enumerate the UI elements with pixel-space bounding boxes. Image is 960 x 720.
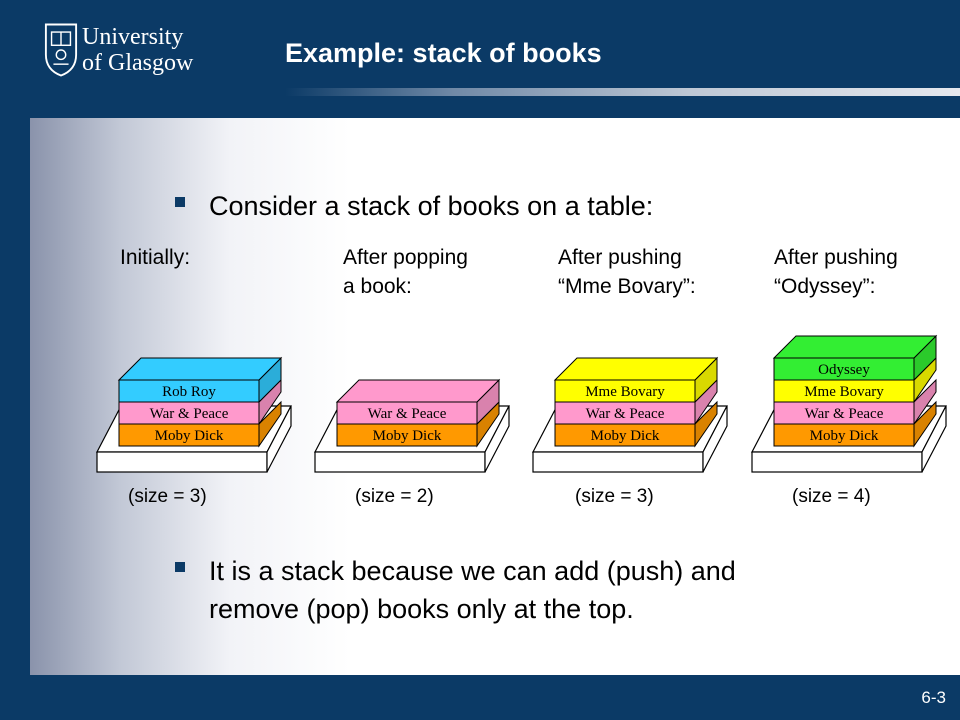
book-cover (117, 357, 283, 381)
bullet-2-line-1: It is a stack because we can add (push) … (209, 556, 736, 586)
book-label: Moby Dick (373, 428, 442, 444)
size-label-3: (size = 3) (575, 486, 654, 507)
stack-caption-2: After popping a book: (343, 246, 468, 298)
book-label: Odyssey (818, 362, 870, 378)
header-band (0, 0, 960, 118)
table-side (266, 405, 292, 473)
book-spine (118, 379, 260, 403)
table-side (921, 405, 947, 473)
book-cover (772, 335, 938, 359)
size-label-4: (size = 4) (792, 486, 871, 507)
table-front (314, 451, 486, 473)
bullet-1-text: Consider a stack of books on a table: (209, 191, 654, 221)
logo-line-1: University (82, 24, 184, 50)
slide-title: Example: stack of books (285, 38, 602, 68)
university-logo-text: University of Glasgow (82, 24, 193, 76)
book-spine (554, 379, 696, 403)
book-label: Moby Dick (591, 428, 660, 444)
book-label: Moby Dick (810, 428, 879, 444)
book-label: War & Peace (586, 406, 665, 422)
book-spine (336, 401, 478, 425)
size-label-2: (size = 2) (355, 486, 434, 507)
book-label: Mme Bovary (804, 384, 884, 400)
book-cover (335, 379, 501, 403)
book-label: Moby Dick (155, 428, 224, 444)
table-side (702, 405, 728, 473)
bullet-2-line-2: remove (pop) books only at the top. (209, 594, 634, 624)
title-underline (285, 88, 960, 96)
stack-caption-1: Initially: (120, 246, 191, 269)
bullet-square-icon (175, 562, 185, 572)
bullet-square-icon (175, 197, 185, 207)
page-number: 6-3 (921, 688, 946, 707)
book-label: War & Peace (150, 406, 229, 422)
book-label: Mme Bovary (585, 384, 665, 400)
logo-line-2: of Glasgow (82, 50, 194, 76)
table-front (751, 451, 923, 473)
stack-caption-3: After pushing “Mme Bovary”: (558, 246, 696, 298)
book-spine (773, 357, 915, 381)
university-crest-icon (44, 23, 78, 77)
table-front (532, 451, 704, 473)
book-label: Rob Roy (162, 384, 216, 400)
book-label: War & Peace (805, 406, 884, 422)
stack-caption-4: After pushing “Odyssey”: (774, 246, 898, 298)
size-label-1: (size = 3) (128, 486, 207, 507)
book-label: War & Peace (368, 406, 447, 422)
book-cover (553, 357, 719, 381)
table-front (96, 451, 268, 473)
table-side (484, 405, 510, 473)
